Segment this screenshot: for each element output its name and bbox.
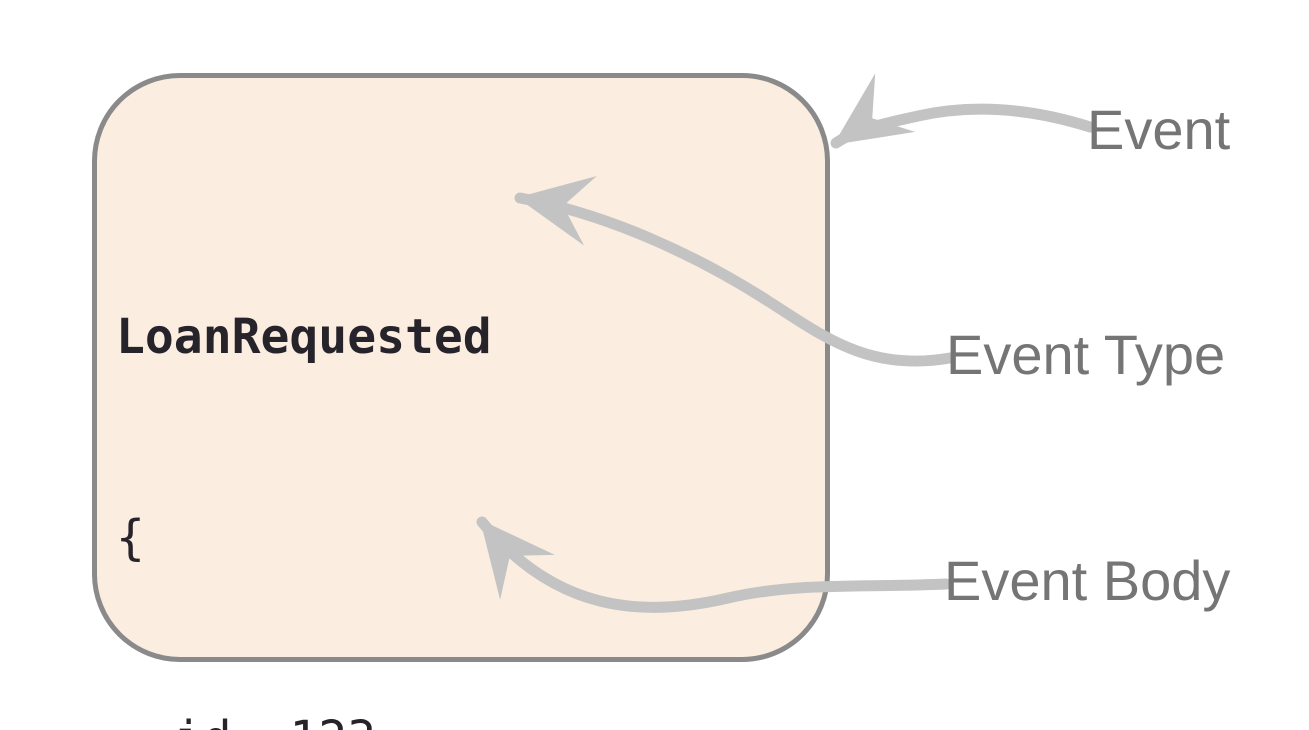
event-body-id-line: id: 123, (116, 706, 781, 730)
event-code-block: LoanRequested { id: 123, amount: 100, bo… (116, 170, 781, 730)
annotation-label-event-body: Event Body (944, 549, 1231, 612)
event-body-open-brace: { (116, 510, 145, 566)
annotation-label-event: Event (1087, 98, 1231, 161)
annotation-label-event-type: Event Type (946, 323, 1226, 386)
event-arrow (830, 73, 1096, 149)
event-type-title: LoanRequested (116, 309, 492, 365)
